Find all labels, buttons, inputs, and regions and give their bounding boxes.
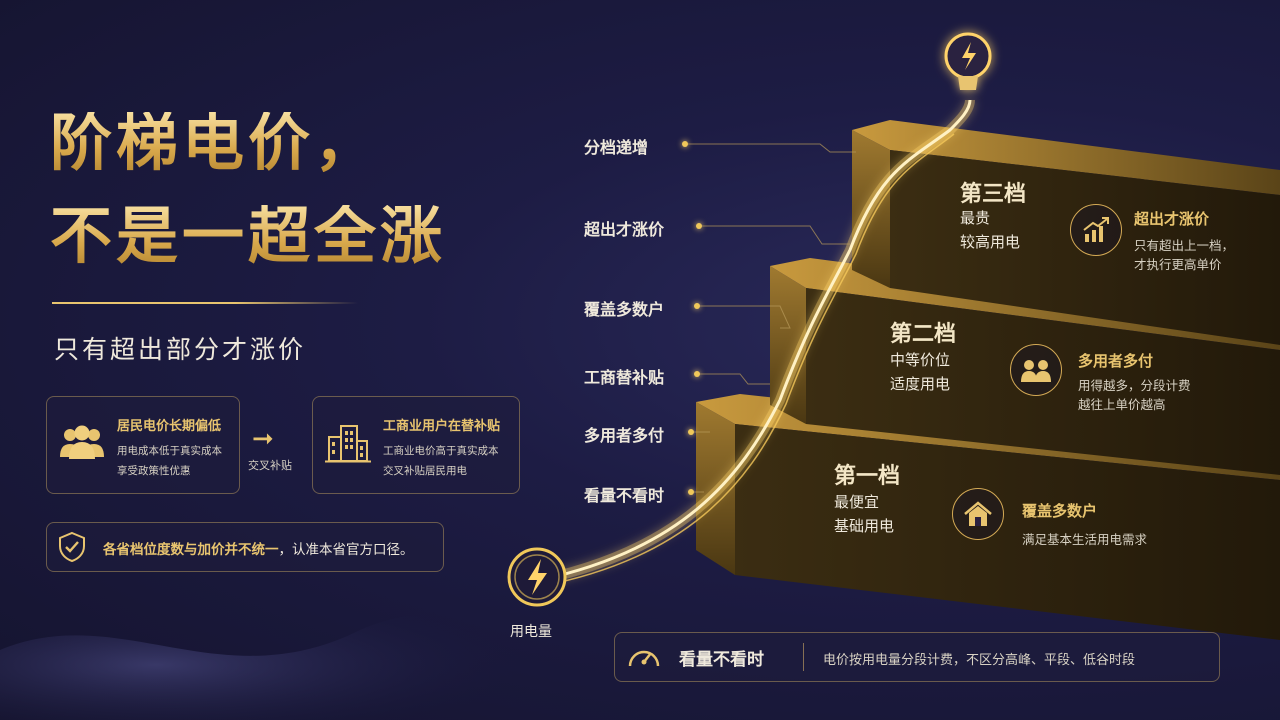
card-desc-line1: 工商业电价高于真实成本 xyxy=(383,445,499,457)
label-dot xyxy=(696,223,702,229)
tier2-feature-title: 多用者多付 xyxy=(1078,352,1154,370)
tier3-desc: 最贵 较高用电 xyxy=(960,206,1020,254)
shield-check-icon xyxy=(59,531,85,563)
notice-highlight: 各省档位度数与加价并不统一 xyxy=(103,542,279,558)
people-icon xyxy=(1010,344,1062,396)
tier2-line1: 中等价位 xyxy=(890,351,951,369)
tier3-feature-line1: 只有超出上一档， xyxy=(1134,238,1235,253)
commercial-card: 工商业用户在替补贴 工商业电价高于真实成本 交叉补贴居民用电 xyxy=(312,396,520,494)
card-title: 居民电价长期偏低 xyxy=(117,419,222,434)
tier1-line1: 最便宜 xyxy=(834,493,880,511)
label-usage: 多用者多付 xyxy=(584,426,665,445)
notice-text: 各省档位度数与加价并不统一，认准本省官方口径。 xyxy=(103,538,414,558)
house-icon xyxy=(952,488,1004,540)
subtitle: 只有超出部分才涨价 xyxy=(54,335,307,364)
title-divider xyxy=(52,302,358,304)
label-dot xyxy=(694,371,700,377)
meter-bolt-icon xyxy=(507,547,567,607)
gauge-icon xyxy=(628,650,660,667)
residential-card: 居民电价长期偏低 用电成本低于真实成本 享受政策性优惠 xyxy=(46,396,240,494)
building-icon xyxy=(325,425,371,463)
notice-rest: ，认准本省官方口径。 xyxy=(278,542,414,558)
tier1-line2: 基础用电 xyxy=(834,517,895,535)
label-dot xyxy=(688,429,694,435)
background-wave xyxy=(0,610,520,720)
tier2-desc: 中等价位 适度用电 xyxy=(890,348,950,396)
tier1-feature-title: 覆盖多数户 xyxy=(1022,502,1098,520)
card-desc: 用电成本低于真实成本 享受政策性优惠 xyxy=(117,441,222,481)
tier3-title: 第三档 xyxy=(960,182,1027,207)
card-desc-line1: 用电成本低于真实成本 xyxy=(117,445,222,457)
label-dot xyxy=(682,141,688,147)
tier2-line2: 适度用电 xyxy=(890,375,951,393)
card-desc-line2: 交叉补贴居民用电 xyxy=(383,465,467,477)
tier3-feature-title: 超出才涨价 xyxy=(1134,210,1210,228)
stairs-illustration xyxy=(538,32,1280,640)
people-icon xyxy=(60,425,104,459)
main-title-line2: 不是一超全涨 xyxy=(50,199,447,272)
label-volume: 看量不看时 xyxy=(584,486,665,505)
tier3-feature-line2: 才执行更高单价 xyxy=(1134,257,1222,272)
chart-up-icon xyxy=(1070,204,1122,256)
bottom-info-box: 看量不看时 电价按用电量分段计费，不区分高峰、平段、低谷时段 xyxy=(614,632,1220,682)
arrow-label: 交叉补贴 xyxy=(248,459,292,472)
tier2-feature-line2: 越往上单价越高 xyxy=(1078,397,1166,412)
tier3-feature-desc: 只有超出上一档， 才执行更高单价 xyxy=(1134,236,1234,274)
tier1-title: 第一档 xyxy=(834,464,901,489)
notice-box: 各省档位度数与加价并不统一，认准本省官方口径。 xyxy=(46,522,444,572)
card-desc: 工商业电价高于真实成本 交叉补贴居民用电 xyxy=(383,441,499,481)
tier3-line1: 最贵 xyxy=(960,209,991,227)
tier1-feature-desc: 满足基本生活用电需求 xyxy=(1022,530,1147,549)
tier2-feature-line1: 用得越多，分段计费 xyxy=(1078,378,1191,393)
bottom-separator xyxy=(803,643,804,671)
label-dot xyxy=(694,303,700,309)
label-coverage: 覆盖多数户 xyxy=(584,300,665,319)
label-dot xyxy=(688,489,694,495)
meter-label: 用电量 xyxy=(510,624,552,640)
bottom-desc: 电价按用电量分段计费，不区分高峰、平段、低谷时段 xyxy=(823,653,1136,668)
bottom-title: 看量不看时 xyxy=(679,650,764,670)
card-title: 工商业用户在替补贴 xyxy=(383,419,501,434)
arrow-right-icon: ➞ xyxy=(252,424,274,454)
tier2-feature-desc: 用得越多，分段计费 越往上单价越高 xyxy=(1078,376,1191,414)
label-subsidy: 工商替补贴 xyxy=(584,368,665,387)
tier1-feature-line1: 满足基本生活用电需求 xyxy=(1022,532,1148,547)
lightbulb-icon xyxy=(944,32,992,90)
label-connectors xyxy=(688,143,856,493)
tier1-desc: 最便宜 基础用电 xyxy=(834,490,894,538)
tier2-title: 第二档 xyxy=(890,322,957,347)
card-desc-line2: 享受政策性优惠 xyxy=(117,465,191,477)
main-title-line1: 阶梯电价， xyxy=(50,106,381,179)
tier3-line2: 较高用电 xyxy=(960,233,1021,251)
label-tiered: 分档递增 xyxy=(584,138,649,157)
label-overage: 超出才涨价 xyxy=(584,220,665,239)
